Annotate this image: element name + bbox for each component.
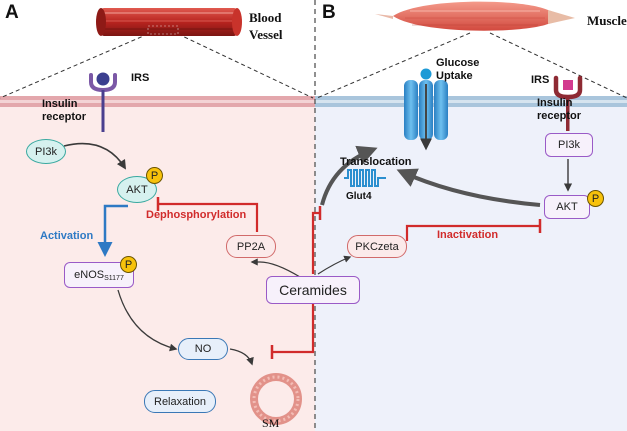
panel-b-letter: B <box>322 2 336 23</box>
glucose-uptake-label-line1: Glucose <box>436 57 480 69</box>
membrane-a-band <box>0 96 315 107</box>
relaxation-node-label: Relaxation <box>154 395 206 408</box>
smooth-muscle-ring <box>250 373 302 425</box>
akt-node-b: AKT <box>544 195 590 219</box>
arrow-activation <box>97 204 128 257</box>
zoom-line-a-right <box>177 33 314 99</box>
translocation-label: Translocation <box>340 156 412 168</box>
blood-vessel-label-line1: Blood <box>249 10 282 25</box>
blood-vessel-illustration <box>96 8 242 36</box>
arrow-pi3k-to-akt <box>63 142 127 170</box>
panel-a-letter: A <box>5 2 19 23</box>
inactivation-label: Inactivation <box>437 229 499 241</box>
membrane-b-band <box>315 96 627 107</box>
enos-node-subscript: S1177 <box>104 274 124 282</box>
inhibit-no-line <box>270 300 315 359</box>
pi3k-node-b-label: PI3k <box>557 139 580 151</box>
glucose-channel <box>404 80 448 151</box>
glucose-uptake-label-line2: Uptake <box>436 70 473 82</box>
akt-node-b-label: AKT <box>556 201 578 213</box>
muscle-illustration <box>375 1 575 31</box>
no-node-label: NO <box>194 343 212 355</box>
dephosphorylation-label: Dephosphorylation <box>146 209 247 221</box>
insulin-receptor-label-a-line1: Insulin <box>42 98 78 110</box>
relaxation-node: Relaxation <box>144 390 216 413</box>
pkczeta-node: PKCzeta <box>347 235 407 258</box>
muscle-label: Muscle <box>587 13 627 28</box>
arrow-enos-to-no <box>117 289 178 352</box>
enos-node-label: eNOS <box>74 269 105 281</box>
inhibit-dephosphorylation-line <box>156 197 259 232</box>
arrow-no-to-sm <box>229 348 254 366</box>
irs-label-b: IRS <box>531 74 550 86</box>
akt-node-a-label: AKT <box>126 183 148 196</box>
phospho-badge-akt-b: P <box>587 190 604 207</box>
zoom-line-a-left <box>0 33 149 99</box>
phospho-badge-enos: P <box>120 256 137 273</box>
sm-label: SM <box>262 416 280 430</box>
blood-vessel-label-line2: Vessel <box>249 27 283 42</box>
insulin-receptor-label-b-line1: Insulin <box>537 97 573 109</box>
irs-label-a: IRS <box>131 72 150 84</box>
pp2a-node-label: PP2A <box>236 240 266 253</box>
insulin-receptor-label-a-line2: receptor <box>42 111 87 123</box>
activation-label: Activation <box>40 230 94 242</box>
arrow-ceramides-to-pkczeta <box>317 255 352 275</box>
arrow-ceramides-to-pp2a <box>250 258 301 278</box>
glut4-label: Glut4 <box>346 191 372 202</box>
phospho-badge-akt-a: P <box>146 167 163 184</box>
pi3k-node-a: PI3k <box>26 139 66 164</box>
arrow-akt-to-glut4 <box>396 168 541 207</box>
inhibit-translocation-line <box>311 206 322 274</box>
insulin-receptor-b <box>553 75 583 131</box>
pi3k-node-a-label: PI3k <box>34 145 57 158</box>
pkczeta-node-label: PKCzeta <box>355 240 399 253</box>
insulin-receptor-label-b-line2: receptor <box>537 110 582 122</box>
inhibit-inactivation-line <box>405 219 542 241</box>
glut4-transporter-icon <box>344 169 386 187</box>
pi3k-node-b: PI3k <box>545 133 593 157</box>
arrow-translocation-up <box>320 145 378 206</box>
ceramides-node: Ceramides <box>266 276 360 304</box>
no-node: NO <box>178 338 228 360</box>
zoom-line-b-right <box>489 32 627 99</box>
insulin-receptor-a <box>89 72 117 132</box>
ceramides-node-label: Ceramides <box>279 282 347 298</box>
glucose-molecule-icon <box>420 68 432 80</box>
pp2a-node: PP2A <box>226 235 276 258</box>
